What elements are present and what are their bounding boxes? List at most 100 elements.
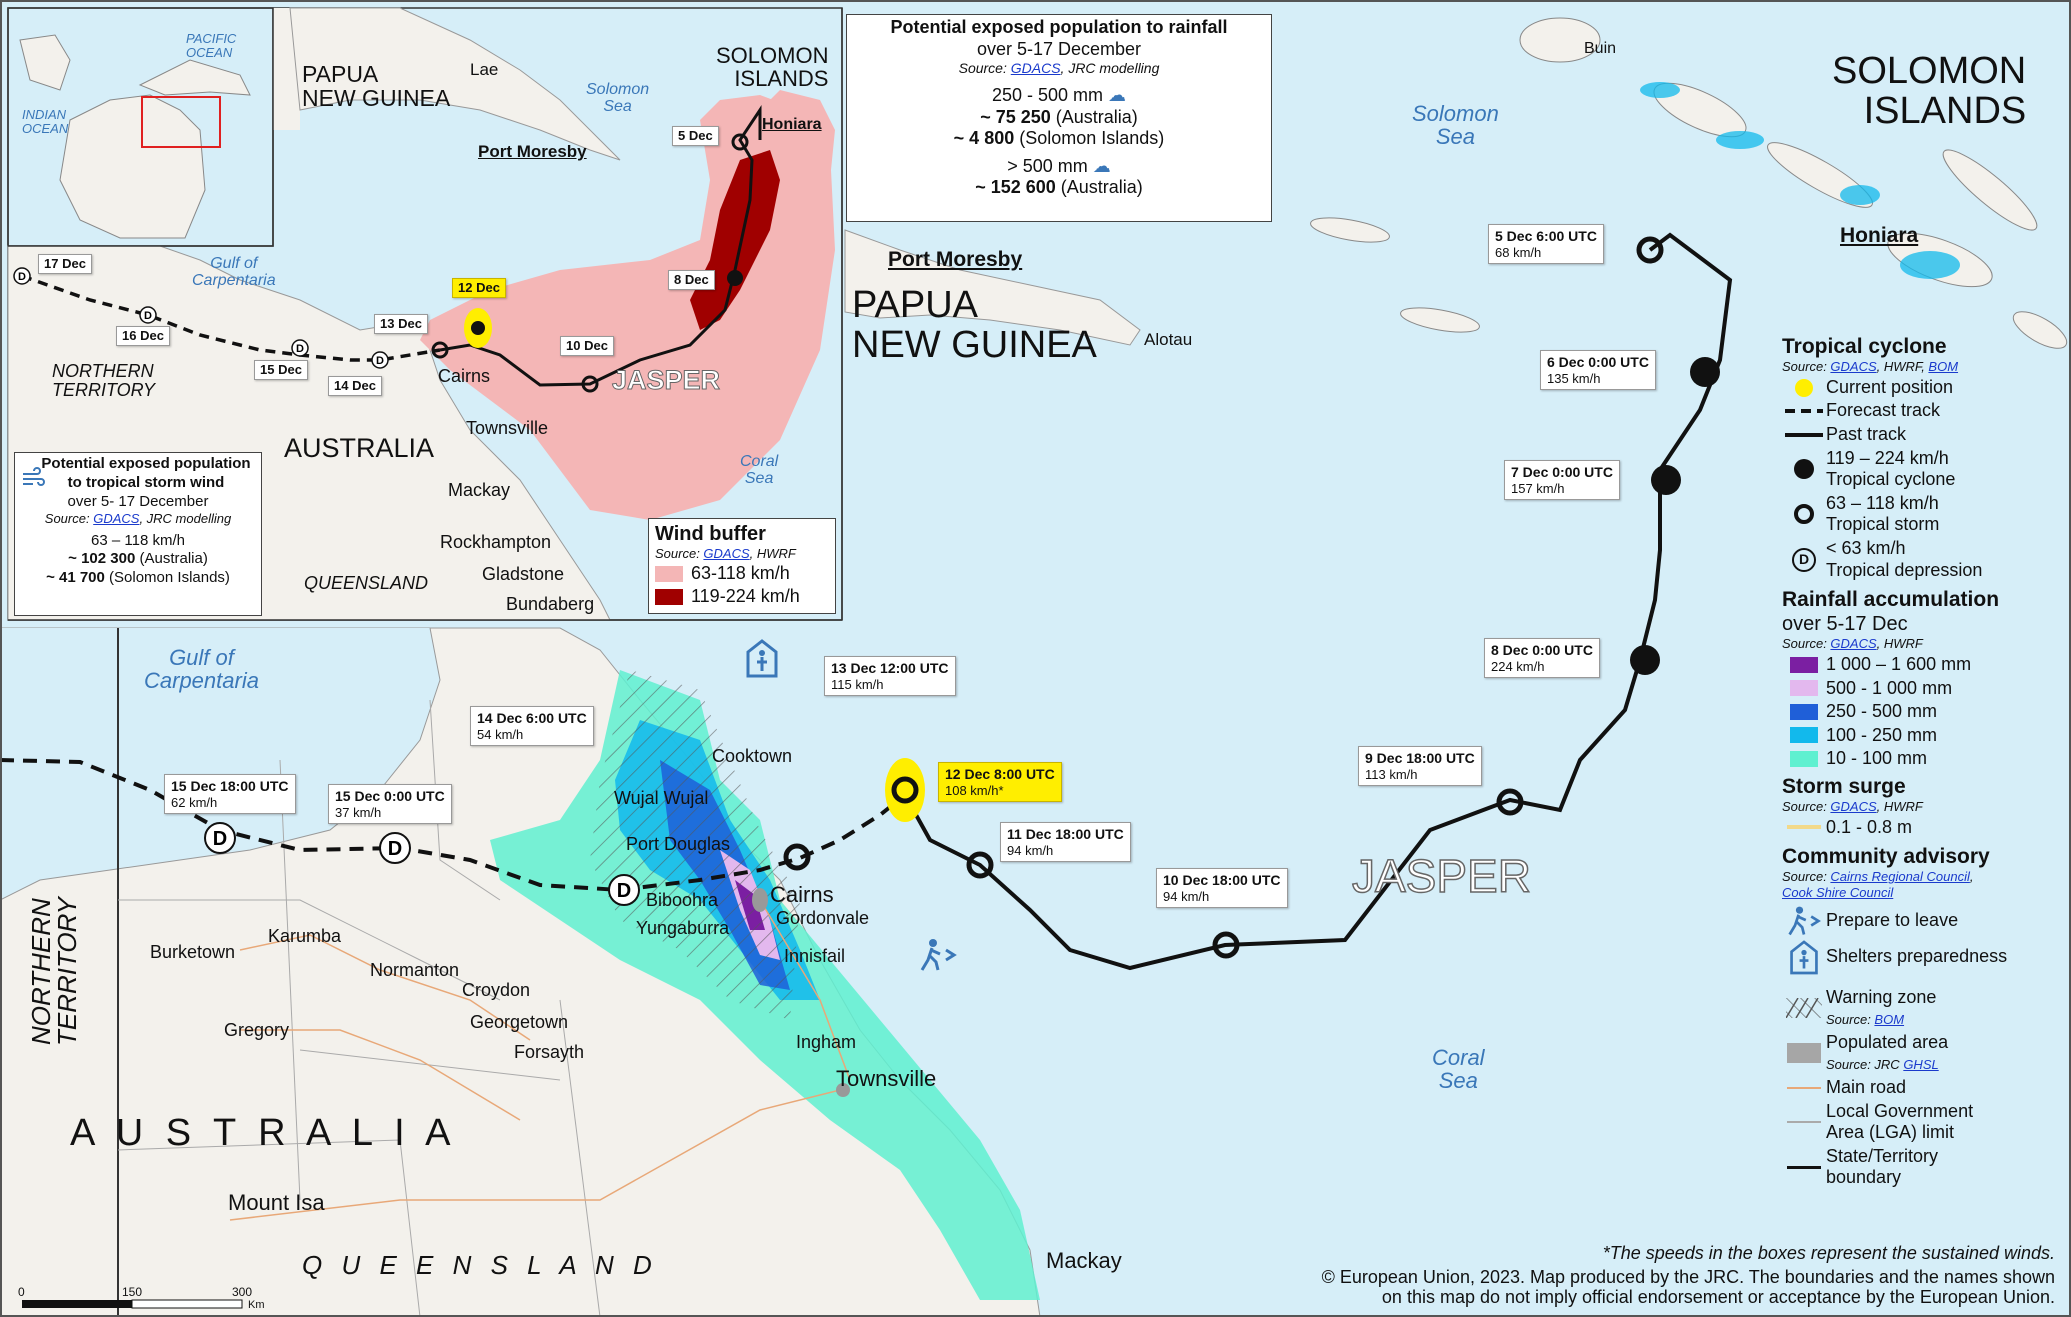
rain-panel-period: over 5-17 December xyxy=(976,38,1142,59)
swatch xyxy=(655,588,683,605)
alotau-label: Alotau xyxy=(1144,330,1193,349)
town-mackay: Mackay xyxy=(1046,1248,1122,1273)
legend-state: State/Territory boundary xyxy=(1782,1146,2067,1189)
legend-forecast: Forecast track xyxy=(1782,400,2067,422)
town-croydon: Croydon xyxy=(462,980,531,1000)
copyright-line-2: on this map do not imply official endors… xyxy=(1381,1287,2055,1307)
inset-mackay-label: Mackay xyxy=(448,480,511,500)
gdacs-link[interactable]: GDACS xyxy=(1010,60,1061,77)
town-ingham: Ingham xyxy=(796,1032,857,1052)
buin-label: Buin xyxy=(1584,40,1617,57)
current-position-icon xyxy=(1795,378,1813,397)
queensland-label: Q U E E N S L A N D xyxy=(302,1250,658,1280)
town-normanton: Normanton xyxy=(370,960,460,980)
town-innisfail: Innisfail xyxy=(784,946,846,966)
ghsl-link[interactable]: GHSL xyxy=(1903,1057,1939,1073)
scale-150: 150 xyxy=(122,1285,143,1299)
swatch xyxy=(655,565,683,582)
town-karumba: Karumba xyxy=(268,926,342,946)
rain-band-1: 250 - 500 mm ☁ xyxy=(991,84,1127,105)
inset-coral-sea-label: Coral Sea xyxy=(740,453,779,487)
wind-panel-solomon: ~ 41 700 (Solomon Islands) xyxy=(46,569,230,586)
legend-rain-item: 250 - 500 mm xyxy=(1782,701,2067,723)
bom-link[interactable]: BOM xyxy=(1928,359,1959,375)
town-wujal-wujal: Wujal Wujal xyxy=(614,788,709,808)
cook-shire-link[interactable]: Cook Shire Council xyxy=(1782,885,1894,901)
legend-rain-item: 500 - 1 000 mm xyxy=(1782,678,2067,700)
wind-panel-source: Source: GDACS, JRC modelling xyxy=(44,511,232,527)
cyclone-icon xyxy=(1794,459,1814,480)
wind-exposure-panel: Potential exposed population to tropical… xyxy=(14,452,262,616)
legend-rain-period: over 5-17 Dec xyxy=(1782,613,1908,636)
gdacs-link[interactable]: GDACS xyxy=(93,511,140,527)
gulf-label: Gulf of Carpentaria xyxy=(144,645,259,694)
inset-solomon-sea-label: Solomon Sea xyxy=(586,81,650,115)
town-port-douglas: Port Douglas xyxy=(626,834,731,854)
rain-band-2: > 500 mm ☁ xyxy=(1007,155,1111,176)
wind-panel-range: 63 – 118 km/h xyxy=(91,531,185,549)
port-moresby-label: Port Moresby xyxy=(888,248,1023,271)
inset-date-tag: 16 Dec xyxy=(116,326,170,346)
rain-cloud-icon: ☁ xyxy=(1108,84,1127,105)
inset-cairns-label: Cairns xyxy=(438,366,491,386)
rain-band-1-australia: ~ 75 250 (Australia) xyxy=(980,106,1138,127)
wind-panel-period: over 5- 17 December xyxy=(67,492,209,510)
rain-band-2-australia: ~ 152 600 (Australia) xyxy=(975,177,1143,198)
swatch xyxy=(1790,751,1818,768)
wind-panel-australia: ~ 102 300 (Australia) xyxy=(68,550,208,568)
honiara-label: Honiara xyxy=(1840,224,1919,247)
legend-surge-title: Storm surge xyxy=(1782,774,1906,798)
town-gordonvale: Gordonvale xyxy=(776,908,870,928)
prepare-to-leave-icon xyxy=(1788,906,1821,935)
gdacs-link[interactable]: GDACS xyxy=(1830,359,1877,375)
depression-icon: D xyxy=(1792,547,1816,572)
nt-label: NORTHERN TERRITORY xyxy=(26,897,82,1046)
inset-date-tag: 5 Dec xyxy=(672,126,719,146)
copyright-line-1: © European Union, 2023. Map produced by … xyxy=(1321,1267,2055,1287)
gdacs-link[interactable]: GDACS xyxy=(1830,799,1877,815)
indian-ocean-label: INDIAN OCEAN xyxy=(22,107,69,136)
shelter-icon xyxy=(1790,939,1818,974)
town-gregory: Gregory xyxy=(224,1020,290,1040)
bom-link[interactable]: BOM xyxy=(1874,1012,1905,1028)
legend-main-road: Main road xyxy=(1782,1077,2067,1099)
wind-buffer-title: Wind buffer xyxy=(655,523,766,545)
legend-rain-item: 10 - 100 mm xyxy=(1782,748,2067,770)
surge-line-icon xyxy=(1787,825,1821,830)
inset-australia-label: AUSTRALIA xyxy=(284,433,435,463)
swatch xyxy=(1790,703,1818,720)
state-line-icon xyxy=(1787,1165,1821,1169)
inset-gulf-label: Gulf of Carpentaria xyxy=(192,255,276,289)
cairns-council-link[interactable]: Cairns Regional Council xyxy=(1830,869,1970,885)
wind-buffer-item: 63-118 km/h xyxy=(655,563,829,584)
inset-png-label: PAPUA NEW GUINEA xyxy=(302,61,451,112)
wind-icon xyxy=(23,467,45,486)
gdacs-link[interactable]: GDACS xyxy=(703,546,750,561)
legend-surge-source: Source: GDACS, HWRF xyxy=(1782,799,1923,815)
warning-zone-icon xyxy=(1786,998,1822,1019)
pacific-ocean-label: PACIFIC OCEAN xyxy=(186,31,237,60)
forecast-track-icon xyxy=(1785,409,1823,414)
inset-honiara-label: Honiara xyxy=(762,116,822,133)
town-georgetown: Georgetown xyxy=(470,1012,569,1032)
legend-ca-source: Source: Cairns Regional Council,Cook Shi… xyxy=(1782,869,1974,901)
solomon-islands-label: SOLOMON ISLANDS xyxy=(1832,50,2027,132)
gdacs-link[interactable]: GDACS xyxy=(1830,636,1877,652)
inset-lae-label: Lae xyxy=(470,60,499,79)
prepare-to-leave-icon xyxy=(920,939,957,971)
past-track-icon xyxy=(1785,432,1823,437)
legend-prepare: Prepare to leave xyxy=(1782,905,2067,937)
road-line-icon xyxy=(1787,1086,1821,1089)
